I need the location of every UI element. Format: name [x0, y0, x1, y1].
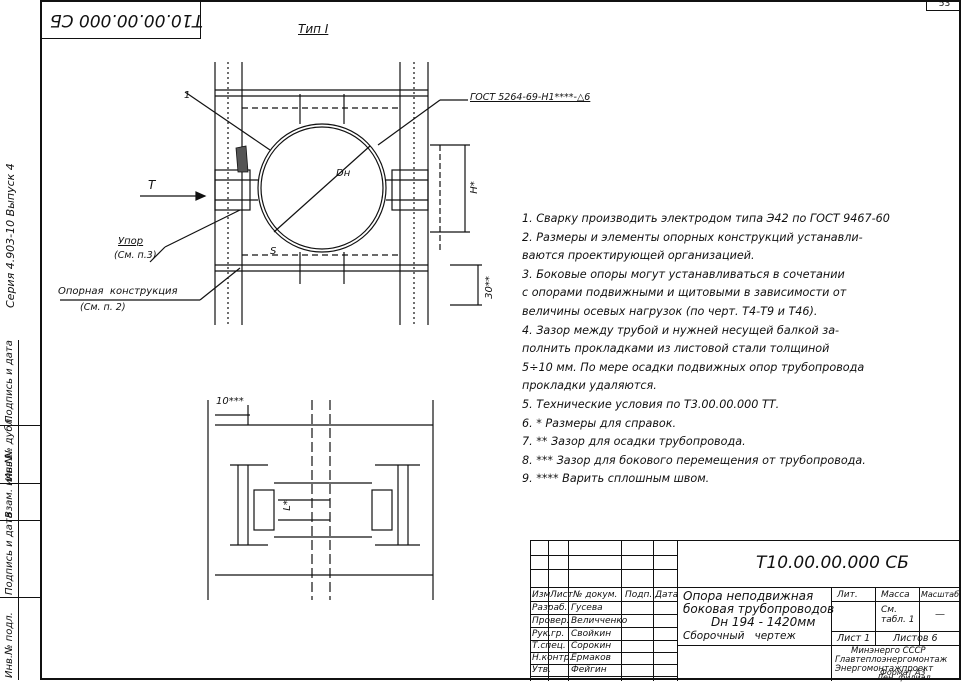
stamp-org-2: Главтеплоэнергомонтаж	[835, 655, 948, 665]
stamp-hline	[531, 652, 677, 653]
inverted-code-box: Т10.00.00.000 СБ	[42, 2, 203, 39]
stamp-col-lit: Лит.	[837, 590, 858, 600]
stamp-head-3: Подп.	[625, 590, 653, 600]
stamp-hline	[531, 627, 677, 628]
side-stamp-divider	[18, 340, 19, 680]
stamp-col-scale: Масштаб	[921, 590, 960, 599]
note-line: прокладки удаляются.	[522, 379, 657, 393]
stamp-role: Н.контр.	[532, 653, 573, 663]
stamp-vline	[875, 587, 876, 645]
item-1-label: 1	[184, 90, 191, 101]
sheet-number-box: 53	[926, 0, 961, 11]
opornaya-label: Опорная конструкция	[58, 286, 178, 297]
stamp-person: Фейгин	[571, 665, 607, 675]
note-line: 5. Технические условия по Т3.00.00.000 Т…	[522, 397, 780, 411]
stamp-mass-value: См. табл. 1	[881, 605, 915, 625]
side-divider-4	[0, 597, 40, 598]
stamp-hline	[531, 555, 677, 556]
stamp-hline	[831, 631, 961, 632]
stamp-vline	[831, 587, 832, 681]
note-line: 7. ** Зазор для осадки трубопровода.	[522, 435, 746, 449]
stamp-hline	[531, 569, 677, 570]
h-dim-label: Н*	[468, 181, 480, 194]
stamp-org-4: Лен. филиал	[877, 673, 931, 682]
sheet-number: 53	[938, 0, 951, 9]
note-line: величины осевых нагрузок (по черт. Т4-Т9…	[522, 304, 818, 318]
note-line: 8. *** Зазор для бокового перемещения от…	[522, 453, 866, 467]
stamp-head-2: № докум.	[573, 590, 618, 600]
note-line: с опорами подвижными и щитовыми в зависи…	[522, 286, 847, 300]
stamp-hline	[531, 601, 677, 602]
stamp-hline	[831, 601, 961, 602]
note-line: 6. * Размеры для справок.	[522, 416, 677, 430]
dn-label: Dн	[336, 168, 351, 179]
dim-30-label: 30**	[483, 276, 495, 299]
stamp-hline	[677, 645, 831, 646]
stamp-hline	[531, 614, 677, 615]
side-divider-3	[0, 520, 40, 521]
stamp-vline	[548, 541, 549, 681]
stamp-role: Провер.	[532, 616, 570, 626]
arrow-t-label: Т	[148, 178, 156, 192]
stamp-vline	[677, 541, 678, 681]
stamp-org-1: Минэнерго СССР	[851, 646, 926, 656]
stamp-hline	[531, 676, 677, 677]
weld-callout: ГОСТ 5264-69-Н1****-△6	[470, 92, 591, 103]
s-label: S	[270, 246, 277, 257]
opornaya-ref: (См. п. 2)	[80, 302, 126, 313]
format-label: Формат А3	[880, 668, 926, 677]
stamp-person: Свойкин	[571, 629, 612, 639]
note-line: 1. Сварку производить электродом типа Э4…	[522, 212, 890, 225]
note-line: 9. **** Варить сплошным швом.	[522, 472, 710, 486]
note-line: 4. Зазор между трубой и нужней несущей б…	[522, 323, 840, 337]
stamp-title-1: Опора неподвижная	[683, 589, 814, 603]
stamp-title-4: Сборочный чертеж	[683, 630, 796, 642]
stamp-role: Рук.гр.	[532, 629, 565, 639]
stamp-role: Разраб.	[532, 603, 568, 613]
stamp-head-0: Изм	[532, 590, 551, 600]
stamp-code: Т10.00.00.000 СБ	[756, 553, 909, 573]
title-block: Т10.00.00.000 СБ Опора неподвижная боков…	[530, 540, 961, 682]
stamp-vline	[621, 541, 622, 681]
stamp-vline	[568, 541, 569, 681]
dim-10-label: 10***	[216, 396, 244, 407]
stamp-vline	[653, 541, 654, 681]
side-divider-2	[0, 483, 40, 484]
side-divider-1	[0, 425, 40, 426]
stamp-col-mass: Масса	[881, 590, 910, 600]
stamp-scale-value: —	[935, 609, 945, 620]
stamp-org-3: Энергомонтажпроект	[835, 664, 934, 674]
stamp-title-2: боковая трубопроводов	[683, 602, 835, 616]
stamp-person: Сорокин	[571, 641, 612, 651]
type-label: Тип I	[298, 22, 329, 36]
note-line: 5÷10 мм. По мере осадки подвижных опор т…	[522, 360, 865, 374]
stamp-hline	[531, 664, 677, 665]
stamp-title-3: Dн 194 - 1420мм	[711, 615, 816, 629]
upor-ref: (См. п.3)	[114, 250, 157, 261]
note-line: полнить прокладками из листовой стали то…	[522, 342, 830, 356]
stamp-role: Т.спец.	[532, 641, 566, 651]
stamp-sheet: Лист 1	[837, 633, 871, 644]
stamp-person: Величченко	[571, 616, 628, 626]
stamp-head-4: Дата	[655, 590, 679, 600]
stamp-vline	[919, 587, 920, 645]
note-line: 2. Размеры и элементы опорных конструкци…	[522, 230, 863, 244]
stamp-head-1: Лист	[550, 590, 573, 600]
stamp-person: Гусева	[571, 603, 603, 613]
note-line: 3. Боковые опоры могут устанавливаться в…	[522, 267, 845, 281]
stamp-person: Ермаков	[571, 653, 611, 663]
drawing-frame	[40, 0, 961, 680]
stamp-hline	[531, 587, 961, 588]
stamp-hline	[531, 640, 677, 641]
note-line: ваются проектирующей организацией.	[522, 249, 755, 263]
notes-block: 1. Сварку производить электродом типа Э4…	[522, 210, 952, 489]
stamp-sheets: Листов 6	[893, 633, 938, 644]
stamp-role: Утв.	[532, 665, 551, 675]
upor-label: Упор	[118, 236, 144, 247]
stamp-hline	[831, 645, 961, 646]
dim-l-label: L*	[281, 500, 293, 511]
side-stamp	[0, 340, 41, 680]
